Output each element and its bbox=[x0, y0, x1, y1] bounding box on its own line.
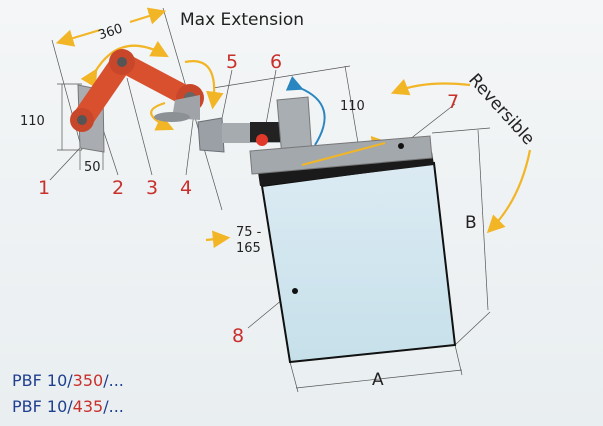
part-number-8: 8 bbox=[232, 325, 244, 347]
model-size: 435 bbox=[72, 397, 104, 416]
model-suffix: /... bbox=[103, 371, 124, 390]
model-line-1: PBF 10/350/... bbox=[12, 371, 124, 390]
dim-arm-length: 360 bbox=[96, 21, 124, 43]
dim-plate-width: 50 bbox=[84, 160, 101, 175]
part-number-6: 6 bbox=[270, 51, 282, 73]
dim-bracket-height: 110 bbox=[340, 99, 365, 114]
part-number-1: 1 bbox=[38, 177, 50, 199]
model-line-2: PBF 10/435/... bbox=[12, 397, 124, 416]
dim-width-a: A bbox=[372, 370, 384, 390]
model-suffix: /... bbox=[103, 397, 124, 416]
swivel-block bbox=[197, 117, 225, 153]
dim-offset-bottom: 165 bbox=[236, 241, 261, 256]
dim-offset-top: 75 - bbox=[236, 225, 262, 240]
part-number-4: 4 bbox=[180, 177, 192, 199]
part-number-2: 2 bbox=[112, 177, 124, 199]
locking-knob bbox=[256, 134, 268, 146]
max-extension-label: Max Extension bbox=[180, 10, 304, 30]
part-number-7: 7 bbox=[447, 91, 459, 113]
model-size: 350 bbox=[72, 371, 104, 390]
rotate-arrow-icon bbox=[285, 75, 326, 146]
dim-height-b: B bbox=[465, 213, 477, 233]
part-number-5: 5 bbox=[226, 51, 238, 73]
model-prefix: PBF 10/ bbox=[12, 371, 73, 390]
part-number-3: 3 bbox=[146, 177, 158, 199]
dim-plate-height: 110 bbox=[20, 114, 45, 129]
glass-screen bbox=[260, 161, 457, 364]
model-prefix: PBF 10/ bbox=[12, 397, 73, 416]
articulated-arm bbox=[70, 49, 204, 132]
reversible-label: Reversible bbox=[464, 70, 538, 149]
